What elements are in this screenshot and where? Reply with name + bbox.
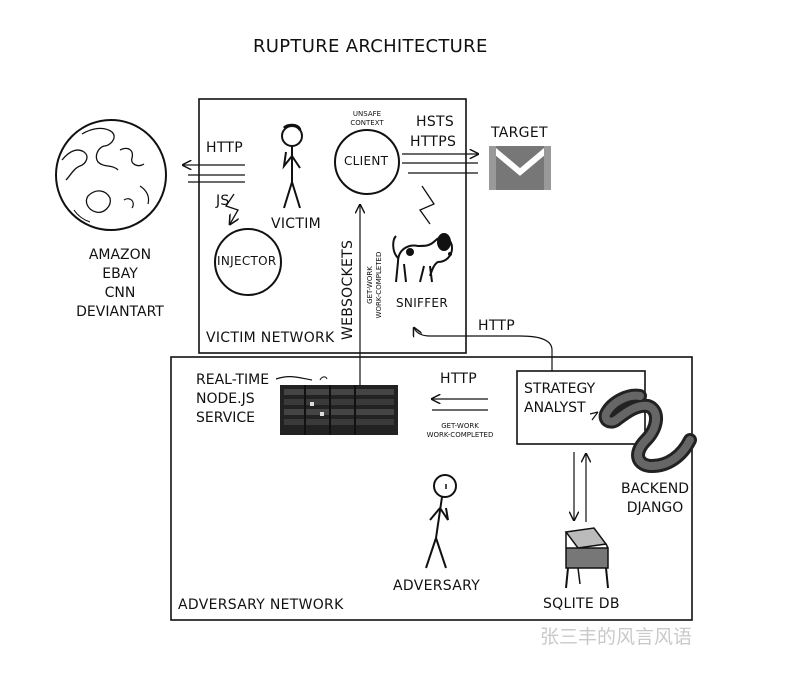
- sniffer-dog-figure: [392, 233, 454, 283]
- sites-list: AMAZON EBAY CNN DEVIANTART: [60, 246, 180, 322]
- injector-label: INJECTOR: [217, 254, 277, 268]
- victim-figure: [281, 123, 303, 209]
- victim-network-box: [198, 98, 467, 354]
- server-rack: [280, 385, 398, 435]
- get-work-vertical-label: GET-WORK WORK-COMPLETED: [366, 251, 383, 319]
- https-label: HTTPS: [410, 134, 457, 150]
- adversary-network-label: ADVERSARY NETWORK: [178, 597, 344, 613]
- site-label: CNN: [104, 285, 136, 301]
- sqlite-label: SQLITE DB: [543, 596, 620, 612]
- get-work-horizontal-label: GET-WORK WORK-COMPLETED: [426, 422, 494, 439]
- victim-network-label: VICTIM NETWORK: [206, 330, 335, 346]
- backend-snake-icon: [589, 388, 697, 474]
- site-label: EBAY: [102, 266, 138, 282]
- watermark-text: 张三丰的风言风语: [540, 626, 693, 648]
- injector-circle: [214, 228, 282, 296]
- sniffer-lightning: [419, 185, 435, 225]
- http-adversary-label: HTTP: [440, 371, 478, 387]
- strategy-analyst-label: STRATEGY ANALYST: [524, 381, 596, 416]
- backend-django-label: BACKEND DJANGO: [621, 481, 689, 516]
- http-label-left: HTTP: [206, 140, 244, 156]
- site-label: DEVIANTART: [76, 304, 164, 320]
- adversary-network-box: [170, 356, 693, 621]
- victim-label: VICTIM: [271, 216, 322, 232]
- js-label: JS: [216, 193, 230, 209]
- globe-icon: [55, 119, 167, 231]
- client-circle: [334, 129, 400, 195]
- client-label: CLIENT: [344, 154, 389, 168]
- page-title: RUPTURE ARCHITECTURE: [253, 36, 488, 57]
- realtime-service-label: REAL-TIME NODE.JS SERVICE: [196, 372, 270, 426]
- sqlite-db-icon: [564, 527, 609, 589]
- target-envelope-icon: [487, 143, 553, 190]
- hsts-label: HSTS: [416, 114, 455, 130]
- websockets-label: WEBSOCKETS: [340, 239, 356, 340]
- sniffer-label: SNIFFER: [396, 296, 448, 310]
- target-label: TARGET: [491, 125, 548, 141]
- js-lightning: [224, 193, 238, 224]
- adversary-figure: [425, 474, 457, 569]
- adversary-label: ADVERSARY: [393, 578, 481, 594]
- site-label: AMAZON: [88, 247, 152, 263]
- unsafe-context-label: UNSAFE CONTEXT: [350, 110, 384, 127]
- http-sniffer-label: HTTP: [478, 318, 516, 334]
